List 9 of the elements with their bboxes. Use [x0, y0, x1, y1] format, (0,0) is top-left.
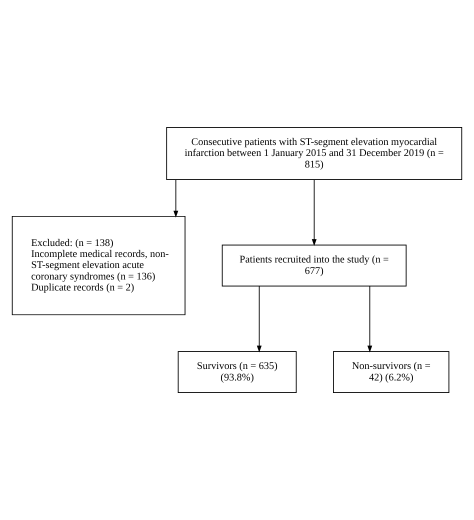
node-box: Patients recruited into the study (n = 677) — [222, 244, 407, 287]
node-box: Excluded: (n = 138) Incomplete medical records, non-ST-segment elevation acute coronary syndromes (n = 136) Duplicate records (n = 2) — [12, 216, 186, 316]
arrow — [256, 286, 262, 353]
node-box: Survivors (n = 635) (93.8%) — [178, 351, 297, 393]
arrow — [367, 286, 372, 352]
arrow — [312, 179, 317, 246]
arrow — [173, 179, 178, 218]
node-box: Consecutive patients with ST-segment elevation myocardial infarction between 1 January 2015 and 31 December 2019 (n = 815) — [166, 127, 462, 180]
node-box: Non-survivors (n = 42) (6.2%) — [333, 351, 450, 393]
